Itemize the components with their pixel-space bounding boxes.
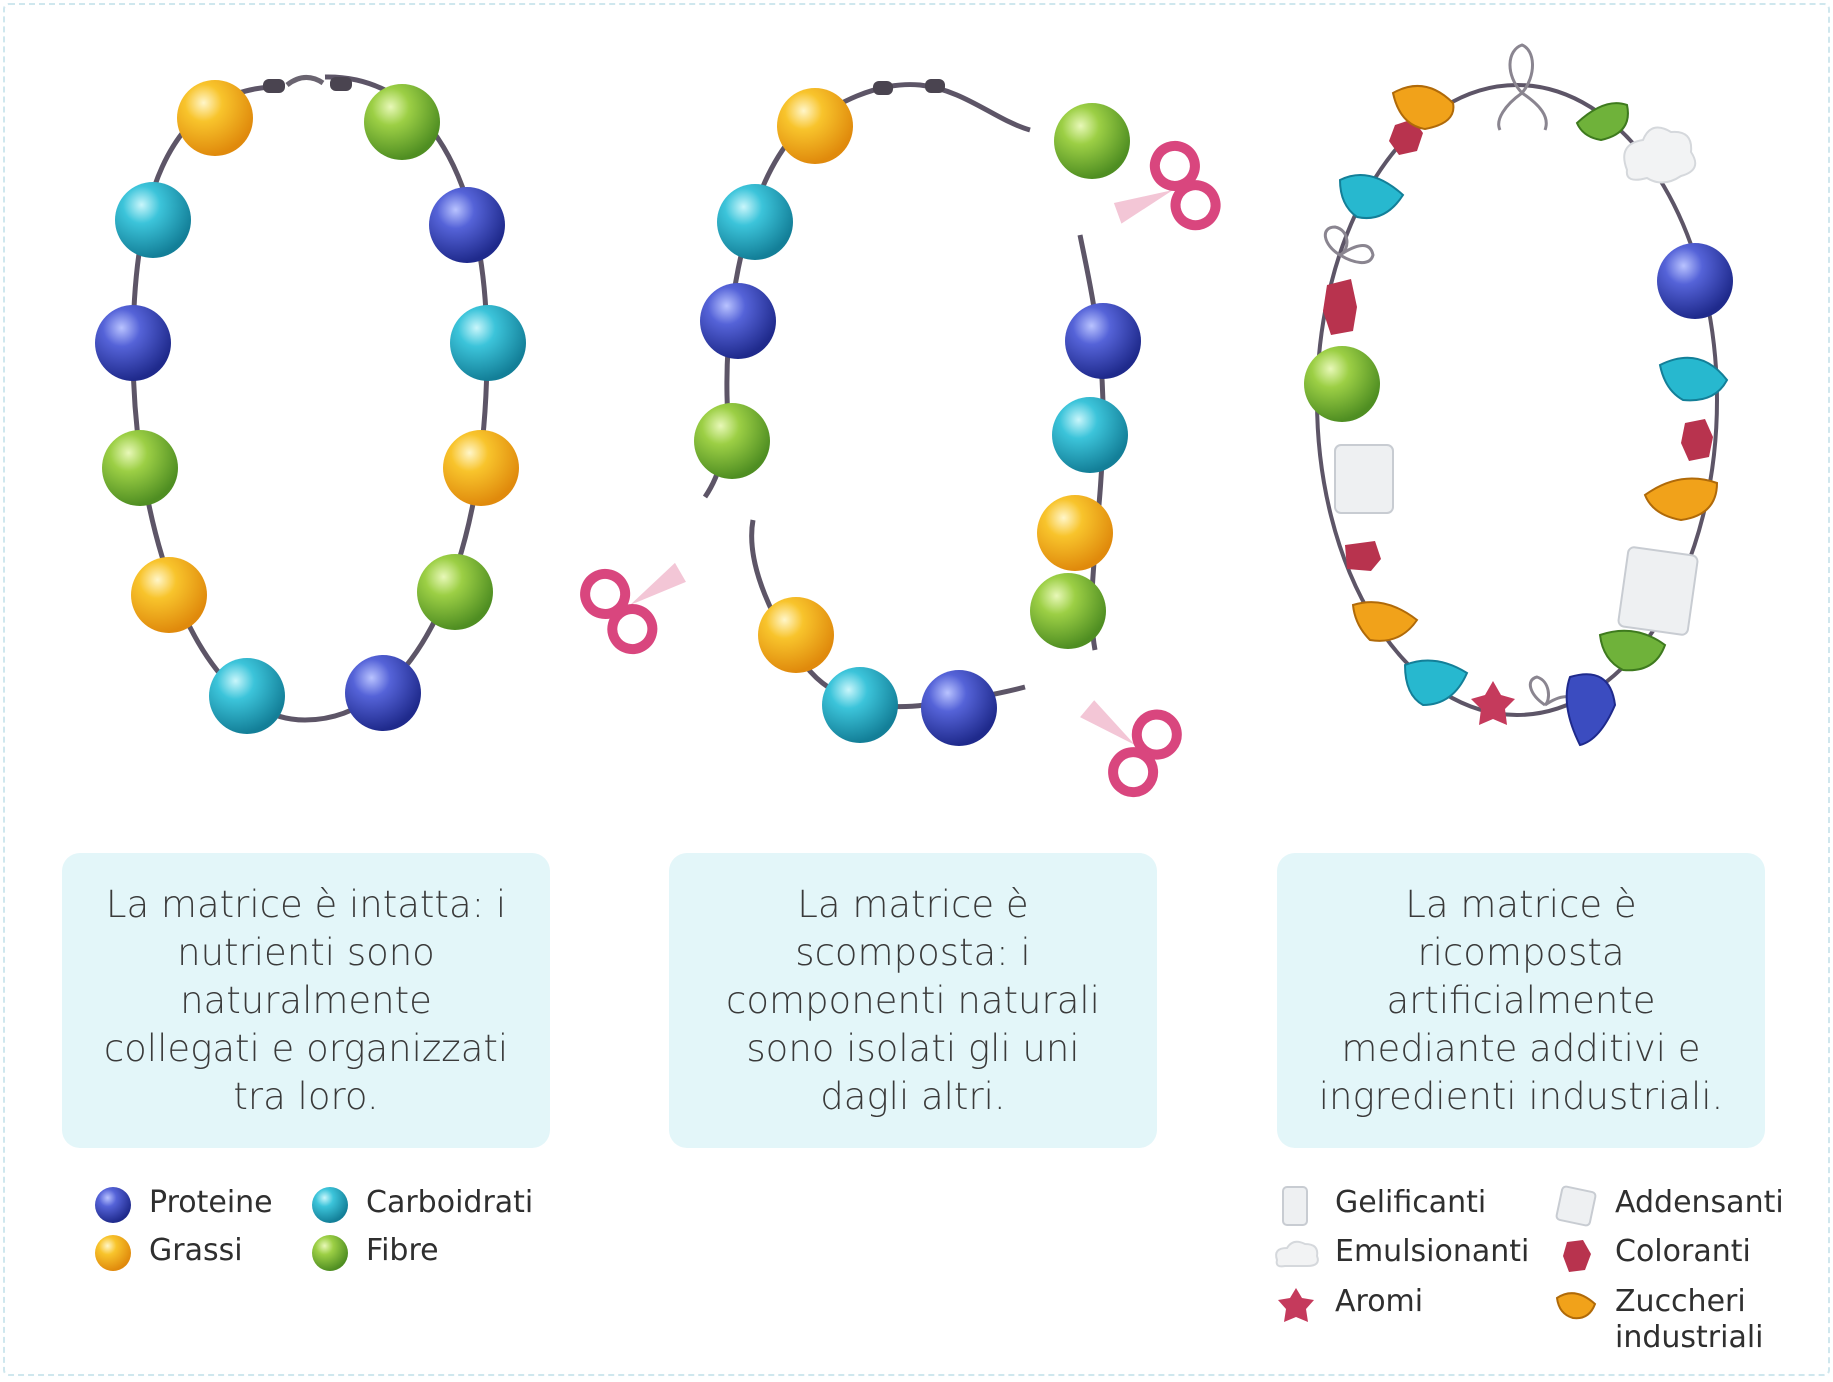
- caption-recomposed: La matrice è ricomposta artificialmente …: [1318, 882, 1724, 1118]
- bow-icon: [1324, 43, 1577, 707]
- legend-item-proteine: Proteine: [93, 1185, 273, 1225]
- emulsifier-icon: [1275, 1240, 1319, 1268]
- cyan-bead-icon: [312, 1187, 348, 1223]
- figure: La matrice è intatta: i nutrienti sono n…: [3, 3, 1830, 1376]
- legend-item-gelificanti: Gelificanti: [1271, 1185, 1486, 1227]
- legend-item-coloranti: Coloranti: [1551, 1234, 1751, 1276]
- legend-item-grassi: Grassi: [93, 1233, 243, 1273]
- caption-intact: La matrice è intatta: i nutrienti sono n…: [103, 882, 509, 1118]
- legend-item-emulsionanti: Emulsionanti: [1271, 1234, 1529, 1276]
- flavoring-icon: [1278, 1288, 1314, 1322]
- yellow-bead-icon: [95, 1235, 131, 1271]
- legend-item-fibre: Fibre: [310, 1233, 439, 1273]
- colorant-icon: [1323, 119, 1713, 571]
- caption-card-intact: La matrice è intatta: i nutrienti sono n…: [62, 853, 550, 1148]
- gelling-agent-icon: [1282, 1186, 1308, 1226]
- legend-item-addensanti: Addensanti: [1551, 1185, 1784, 1227]
- necklace-illustrations: [95, 43, 1733, 798]
- thickener-icon: [1555, 1185, 1597, 1227]
- caption-card-recomposed: La matrice è ricomposta artificialmente …: [1277, 853, 1765, 1148]
- recomposed-necklace: [1304, 43, 1733, 747]
- flavoring-icon: [1471, 681, 1515, 725]
- scissors-icon-top: [1113, 140, 1221, 231]
- colorant-icon: [1563, 1240, 1591, 1272]
- green-bead-icon: [312, 1235, 348, 1271]
- blue-bead-icon: [95, 1187, 131, 1223]
- scissors-icon-left: [580, 562, 686, 655]
- scissors-icon-bottom: [1080, 700, 1182, 798]
- caption-broken: La matrice è scomposta: i componenti nat…: [726, 882, 1100, 1118]
- legend-item-aromi: Aromi: [1271, 1284, 1423, 1326]
- intact-necklace: [95, 74, 526, 734]
- industrial-sugar-icon: [1555, 1292, 1597, 1320]
- broken-necklace: [580, 79, 1221, 798]
- legend-item-zuccheri-industriali: Zuccheri industriali: [1551, 1284, 1781, 1356]
- legend-item-carboidrati: Carboidrati: [310, 1185, 533, 1225]
- caption-card-broken: La matrice è scomposta: i componenti nat…: [669, 853, 1157, 1148]
